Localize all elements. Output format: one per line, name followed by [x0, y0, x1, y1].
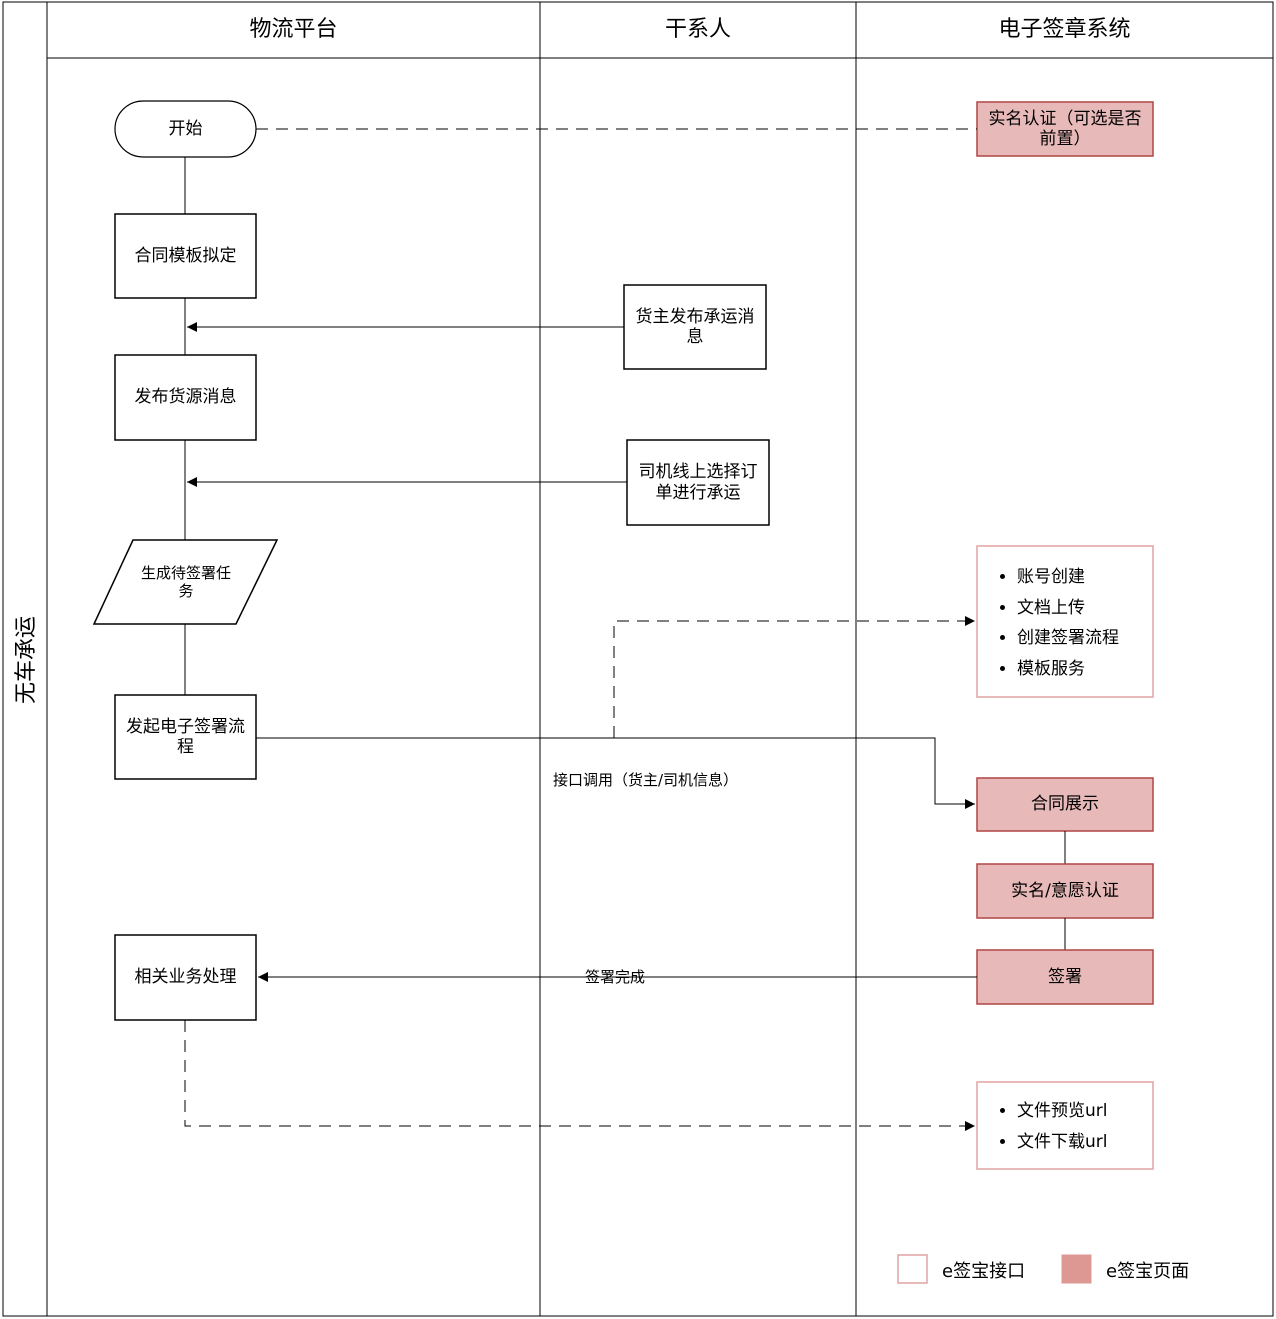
pool-title: 无车承运 — [14, 615, 40, 705]
api-list-1: 账号创建 文档上传 创建签署流程 模板服务 — [977, 562, 1193, 684]
api-list-1-box — [976, 545, 1154, 698]
realname-optional-box — [976, 101, 1154, 157]
api-list-2: 文件预览url 文件下载url — [977, 1096, 1193, 1157]
legend-page-label: e签宝页面 — [1106, 1261, 1190, 1282]
realname-will-label: 实名/意愿认证 — [1011, 880, 1119, 901]
init-flow-box — [114, 694, 257, 780]
edge-api-call-dashed — [613, 616, 975, 738]
api-list-2-item: 文件预览url — [1017, 1096, 1193, 1127]
api-list-2-item: 文件下载url — [1017, 1127, 1193, 1158]
publish-source-label: 发布货源消息 — [134, 387, 237, 408]
shipper-publish-box — [623, 284, 767, 370]
lane-header-stakeholder: 干系人 — [664, 16, 731, 42]
business-box — [114, 934, 257, 1021]
api-list-2-box — [976, 1081, 1154, 1170]
legend-api-swatch — [897, 1254, 928, 1284]
edge-business-to-api-list-2-dashed — [184, 1020, 975, 1131]
contract-show-label: 合同展示 — [1031, 794, 1099, 815]
sign-box — [976, 949, 1154, 1005]
edge-label-api-call: 接口调用（货主/司机信息） — [553, 771, 739, 789]
driver-select-label: 司机线上选择订单进行承运 — [638, 462, 758, 503]
realname-optional-label: 实名认证（可选是否前置） — [988, 108, 1142, 149]
api-list-1-item: 账号创建 — [1017, 562, 1193, 593]
init-flow-label: 发起电子签署流程 — [126, 716, 245, 757]
lane-header-platform: 物流平台 — [249, 16, 338, 42]
api-list-1-item: 创建签署流程 — [1017, 623, 1193, 654]
business-label: 相关业务处理 — [134, 967, 237, 988]
shipper-publish-label: 货主发布承运消息 — [635, 306, 755, 347]
api-list-1-item: 文档上传 — [1017, 593, 1193, 624]
realname-will-box — [976, 863, 1154, 919]
gen-task-parallelogram — [92, 539, 279, 625]
start-label: 开始 — [168, 118, 203, 139]
edge-label-sign-done: 签署完成 — [585, 968, 646, 986]
edge-init-to-contract-show — [256, 737, 975, 809]
contract-template-box — [114, 213, 257, 299]
sign-label: 签署 — [1048, 966, 1082, 987]
contract-template-label: 合同模板拟定 — [134, 245, 237, 266]
legend-page-swatch — [1061, 1254, 1092, 1284]
api-list-1-item: 模板服务 — [1017, 654, 1193, 685]
contract-show-box — [976, 777, 1154, 832]
gen-task-label: 生成待签署任务 — [140, 564, 231, 600]
legend-api-label: e签宝接口 — [942, 1261, 1026, 1282]
lane-header-esign: 电子签章系统 — [998, 16, 1131, 42]
publish-source-box — [114, 354, 257, 441]
driver-select-box — [626, 439, 770, 526]
